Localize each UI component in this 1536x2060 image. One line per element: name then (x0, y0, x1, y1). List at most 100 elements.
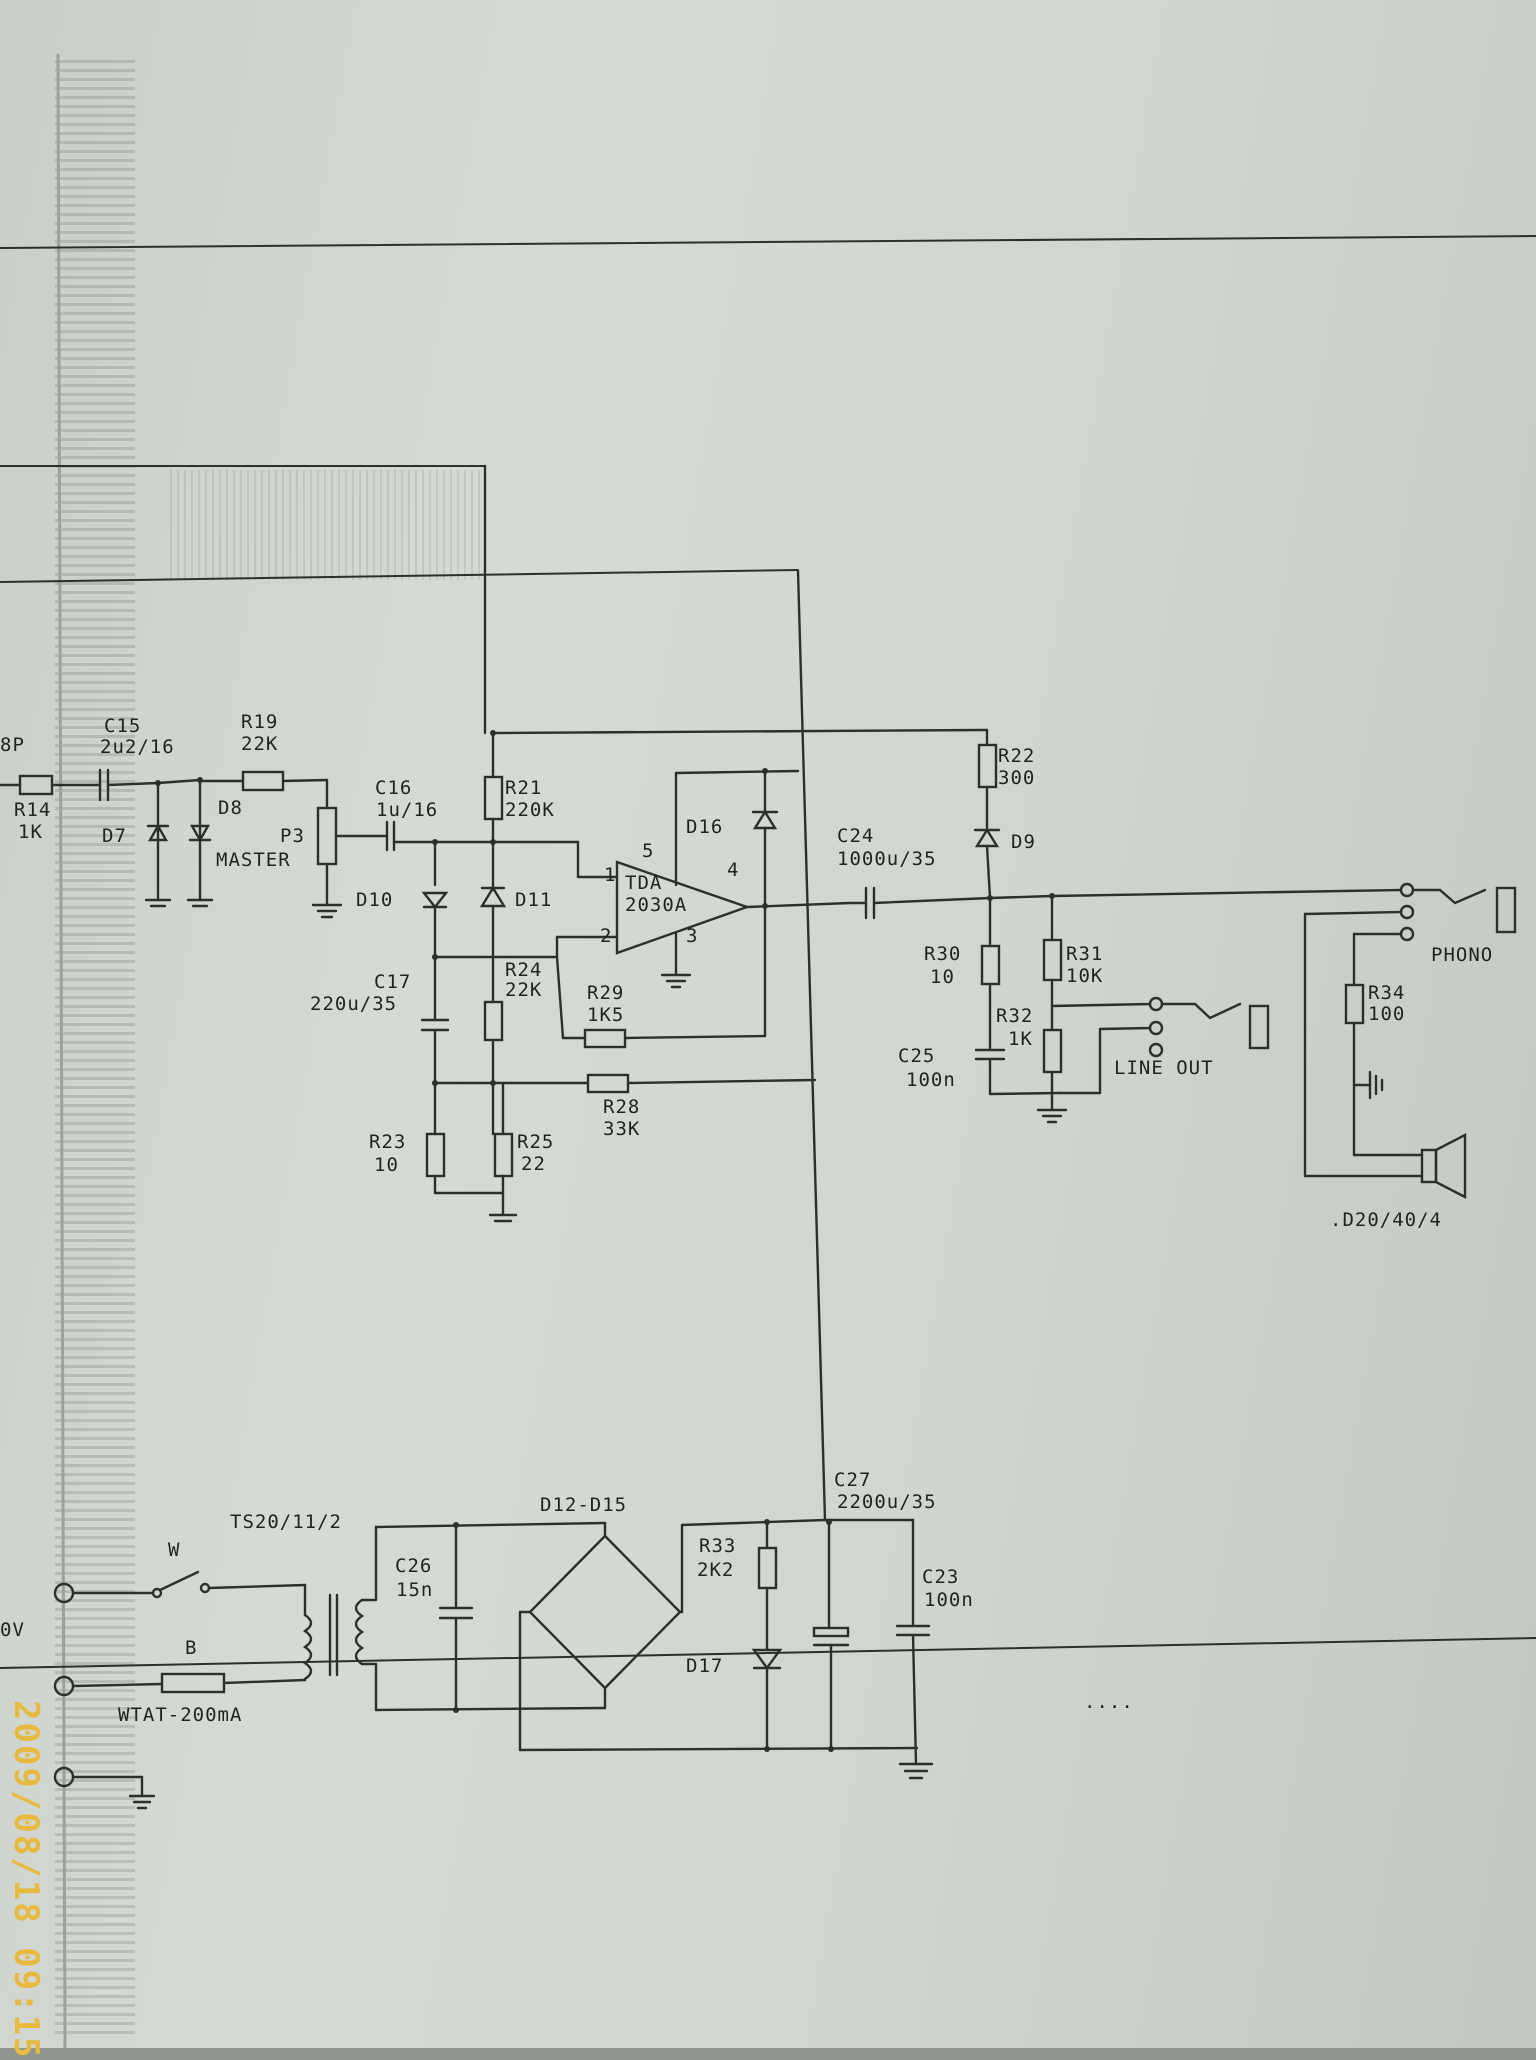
wire (222, 1678, 307, 1685)
junction-dot (490, 1080, 496, 1086)
label-d8: D8 (218, 797, 243, 819)
resistor-r23 (425, 1132, 446, 1178)
wire (911, 1633, 918, 1766)
label-r28: R28 (603, 1096, 641, 1118)
label-phono: PHONO (1431, 944, 1494, 966)
junction-dot (987, 895, 993, 901)
wire (374, 1706, 607, 1712)
jack-lineout (1160, 1002, 1242, 1020)
label-pin1: 1 (604, 864, 617, 886)
junction-dot (764, 1746, 770, 1752)
opamp-tda2030a (615, 860, 751, 955)
label-r18: 8P (0, 734, 25, 756)
resistor-r33 (757, 1546, 778, 1590)
resistor-r34 (1344, 983, 1365, 1025)
speaker (1420, 1148, 1438, 1184)
label-c26: C26 (395, 1555, 433, 1577)
label-master: MASTER (216, 849, 291, 871)
label-r22: R22 (998, 745, 1036, 767)
resistor-r14 (18, 774, 54, 796)
junction-dot (490, 839, 496, 845)
resistor-r30 (980, 944, 1001, 986)
label-r34: R34 (1368, 982, 1406, 1004)
label-r28-value: 33K (603, 1118, 641, 1140)
label-r14: R14 (14, 799, 52, 821)
label-switch: W (168, 1539, 181, 1561)
wire (207, 1583, 307, 1590)
label-c16: C16 (375, 777, 413, 799)
jack-contact (1148, 996, 1164, 1012)
label-0v: 0V (0, 1619, 25, 1641)
junction-dot (432, 1080, 438, 1086)
photocopy-noise (170, 470, 480, 580)
label-r25-value: 22 (521, 1153, 546, 1175)
label-tda-part: 2030A (625, 894, 688, 916)
label-r31-value: 10K (1066, 965, 1104, 987)
resistor-r24 (483, 1000, 504, 1042)
label-d16: D16 (686, 816, 724, 838)
junction-dot (1049, 893, 1055, 899)
junction-dot (490, 730, 496, 736)
resistor-r22 (977, 743, 998, 789)
wire (1303, 910, 1403, 916)
label-tda: TDA (625, 872, 663, 894)
label-r22-value: 300 (998, 767, 1036, 789)
label-pin3: 3 (686, 925, 699, 947)
resistor-r31 (1042, 938, 1063, 982)
resistor-r21 (483, 775, 504, 821)
wire (156, 778, 202, 785)
border-line (0, 235, 1536, 249)
label-pin4: 4 (727, 859, 740, 881)
wire (555, 955, 565, 1040)
junction-dot (762, 903, 768, 909)
potentiometer-p3 (316, 806, 338, 866)
label-r30: R30 (924, 943, 962, 965)
label-r33-value: 2K2 (697, 1559, 735, 1581)
wire (988, 1091, 1062, 1096)
led-d17 (751, 1648, 783, 1671)
fold-line (56, 53, 67, 2048)
supply-rail (491, 728, 989, 735)
label-r31: R31 (1066, 943, 1104, 965)
wire (1098, 1026, 1152, 1031)
jack-contact (1148, 1042, 1164, 1058)
label-r21: R21 (505, 777, 543, 799)
label-c16-value: 1u/16 (376, 799, 439, 821)
wire (623, 1034, 767, 1040)
junction-dot (453, 1522, 459, 1528)
label-d9: D9 (1011, 831, 1036, 853)
switch (158, 1570, 200, 1592)
wire (71, 1682, 164, 1688)
resistor-r19 (241, 770, 285, 792)
label-c27: C27 (834, 1469, 872, 1491)
label-d11: D11 (515, 889, 553, 911)
label-r29: R29 (587, 982, 625, 1004)
wire (988, 894, 1054, 900)
label-lineout: LINE OUT (1114, 1057, 1214, 1079)
label-bridge: D12-D15 (540, 1494, 628, 1516)
diode-d9 (974, 827, 1000, 848)
label-c25: C25 (898, 1045, 936, 1067)
wire (872, 896, 992, 905)
label-fuse-b: B (185, 1637, 198, 1659)
label-pin5: 5 (642, 840, 655, 862)
resistor-r32 (1042, 1028, 1063, 1074)
resistor-r25 (493, 1132, 514, 1178)
capacitor-c27 (812, 1626, 850, 1638)
label-r19: R19 (241, 711, 279, 733)
wire (680, 1518, 827, 1527)
wire (281, 778, 329, 783)
label-c17-value: 220u/35 (310, 993, 398, 1015)
supply-rail (796, 569, 827, 1522)
jack-contact (1399, 926, 1415, 942)
diode-d8 (189, 824, 211, 843)
label-c26-value: 15n (396, 1579, 434, 1601)
label-r24-value: 22K (505, 979, 543, 1001)
date-stamp: 2009/08/18 09:15 (6, 1700, 46, 2060)
border-line (0, 569, 799, 583)
label-c17: C17 (374, 971, 412, 993)
label-c24-value: 1000u/35 (837, 848, 937, 870)
jack-phono (1495, 886, 1517, 934)
label-d17: D17 (686, 1655, 724, 1677)
label-r32: R32 (996, 1005, 1034, 1027)
